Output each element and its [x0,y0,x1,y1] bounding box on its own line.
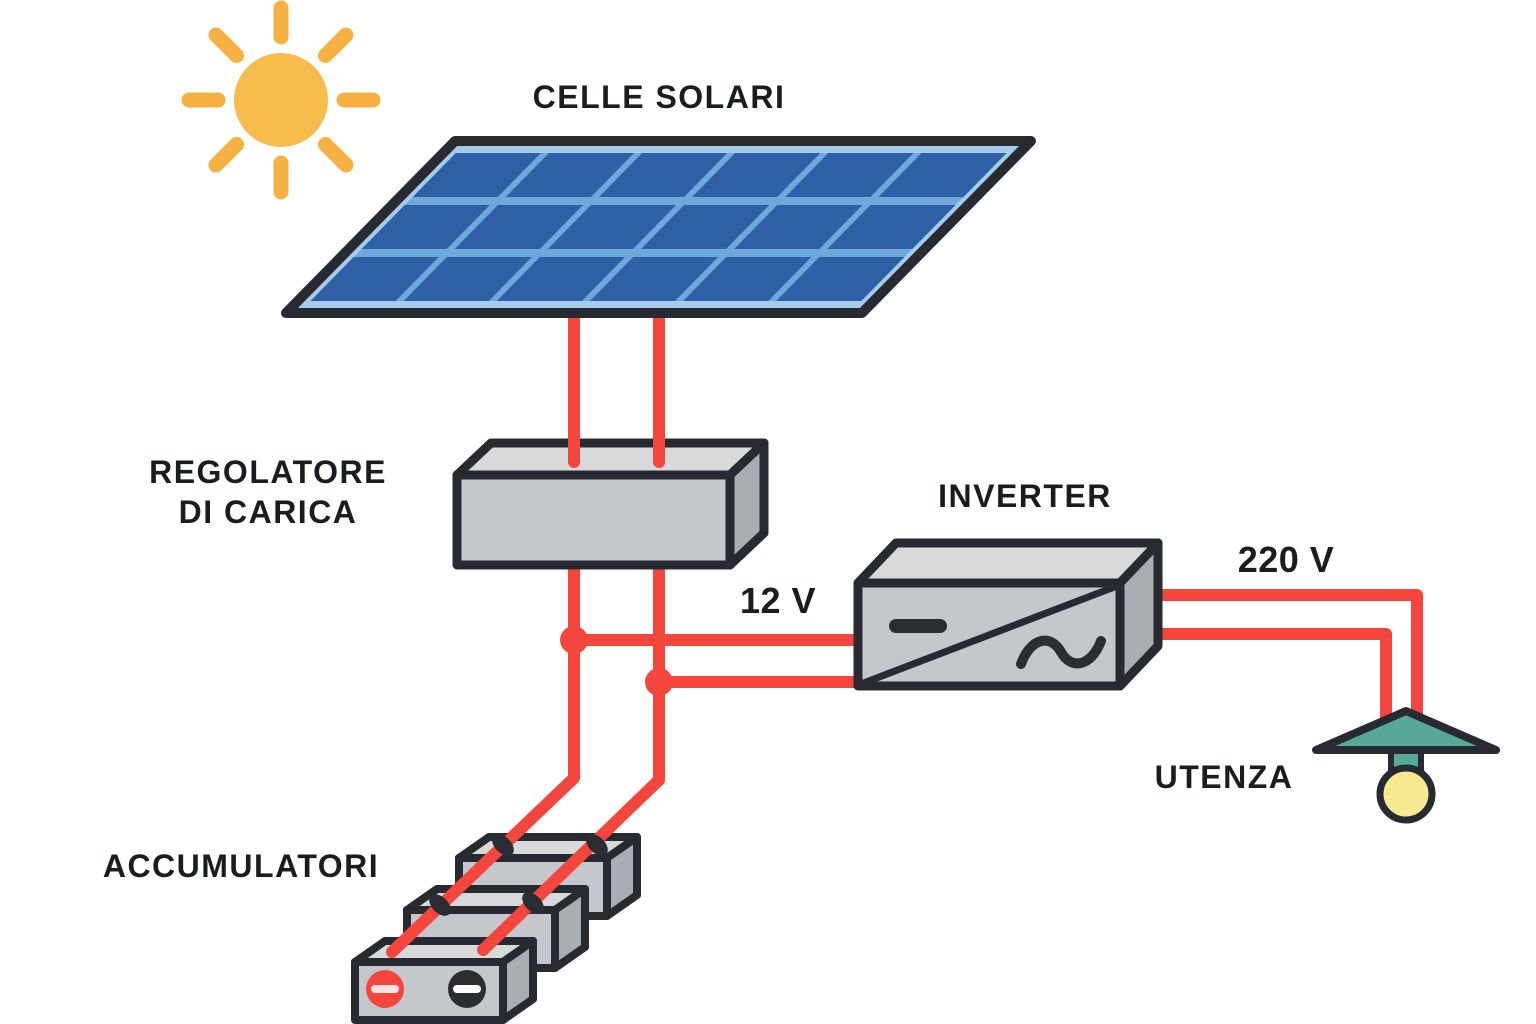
inverter-diagonal [857,582,1121,688]
minus-icon [371,985,399,993]
battery-stack [351,833,641,1024]
dc-symbol-icon [889,619,947,633]
label-charge-regulator: REGOLATORE DI CARICA [149,452,387,532]
panel-cells [310,153,1007,301]
battery-wire-connector [429,894,451,916]
battery-1 [351,937,537,1024]
label-inverter: INVERTER [938,478,1112,514]
wire-220v-upper [1114,589,1423,728]
sun-core [234,53,328,147]
label-charge-regulator-line2: DI CARICA [178,494,358,530]
dc-wires [386,559,876,958]
panel-wires [568,294,665,468]
sun-icon [181,0,381,200]
junction-dot-left [560,626,588,654]
label-load: UTENZA [1154,759,1294,795]
solar-panel [281,136,1036,318]
battery-wire-connector [492,834,514,856]
lamp-shade-icon [1312,707,1500,754]
label-ac-voltage: 220 V [1237,539,1335,580]
inverter-box [853,538,1163,691]
label-charge-regulator-line1: REGOLATORE [149,454,387,490]
utenza-lamp [1312,707,1500,824]
ac-sine-icon [1016,635,1106,669]
label-accumulators: ACCUMULATORI [102,848,380,884]
ac-wires [1114,589,1423,728]
label-dc-voltage: 12 V [739,580,817,621]
junction-dot-right [645,668,673,696]
charge-regulator-box [452,438,769,570]
light-bulb-icon [1376,764,1436,824]
battery-wire-connector [522,892,544,914]
minus-icon [453,985,481,993]
wire-220v-lower [1114,628,1392,728]
battery-wire-connector [586,834,608,856]
sun-rays [181,0,381,200]
label-solar-cells: CELLE SOLARI [532,79,786,115]
